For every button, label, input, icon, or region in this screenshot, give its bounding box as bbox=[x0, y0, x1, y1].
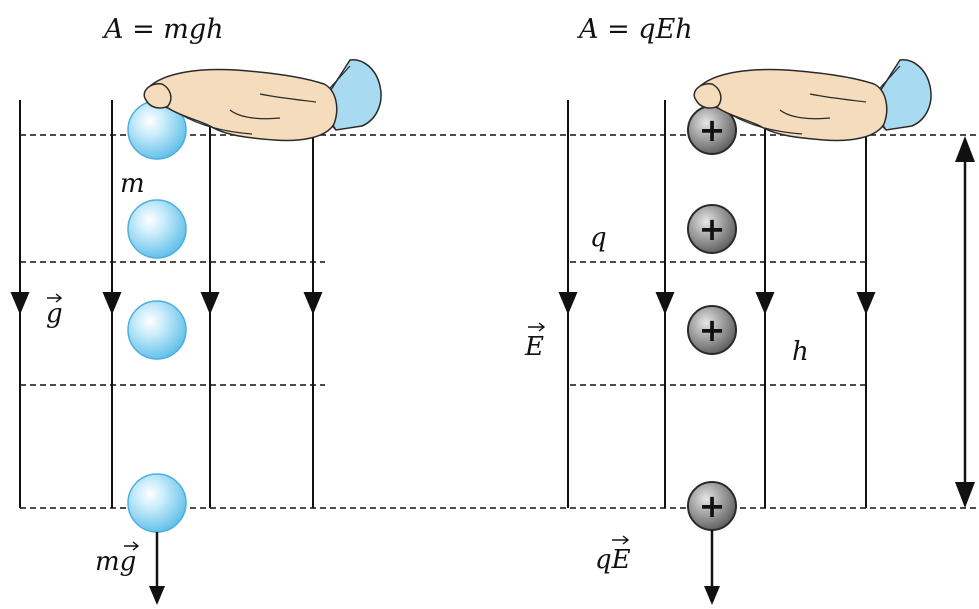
electric-field-label: E bbox=[524, 332, 544, 362]
charge-sign: + bbox=[699, 210, 726, 248]
gravity-work-formula: A = mgh bbox=[101, 14, 224, 45]
charge-sign: + bbox=[699, 311, 726, 349]
positive-charge-icon: + bbox=[688, 306, 736, 354]
mass-balls bbox=[128, 101, 186, 532]
arrow-down-icon bbox=[657, 293, 673, 312]
height-label: h bbox=[792, 337, 809, 367]
arrow-down-icon bbox=[202, 293, 218, 312]
force-arrows bbox=[149, 530, 720, 605]
charge-sign: + bbox=[699, 487, 726, 525]
gravity-field-label: g bbox=[46, 299, 63, 329]
electric-force-label: qE bbox=[595, 545, 631, 575]
vector-arrow-E bbox=[528, 323, 544, 331]
arrow-down-icon bbox=[757, 293, 773, 312]
arrow-down-icon bbox=[104, 293, 120, 312]
arrow-down-icon bbox=[149, 586, 165, 605]
arrow-down-icon bbox=[704, 586, 720, 605]
charge-label: q bbox=[590, 223, 607, 253]
positive-charge-icon: + bbox=[688, 205, 736, 253]
mass-ball-icon bbox=[128, 301, 186, 359]
positive-charges: + + + + bbox=[688, 106, 736, 530]
arrow-down-icon bbox=[305, 293, 321, 312]
positive-charge-icon: + bbox=[688, 482, 736, 530]
double-arrow-icon bbox=[955, 136, 975, 508]
gravity-force-label: mg bbox=[95, 547, 136, 577]
mass-ball-icon bbox=[128, 474, 186, 532]
charge-sign: + bbox=[699, 111, 726, 149]
mass-ball-icon bbox=[128, 200, 186, 258]
arrow-down-icon bbox=[858, 293, 874, 312]
electric-field-lines bbox=[560, 100, 874, 508]
arrow-down-icon bbox=[12, 293, 28, 312]
vector-arrow-qE bbox=[612, 536, 628, 544]
mass-label: m bbox=[120, 169, 145, 199]
arrow-down-icon bbox=[560, 293, 576, 312]
electric-work-formula: A = qEh bbox=[576, 14, 693, 45]
